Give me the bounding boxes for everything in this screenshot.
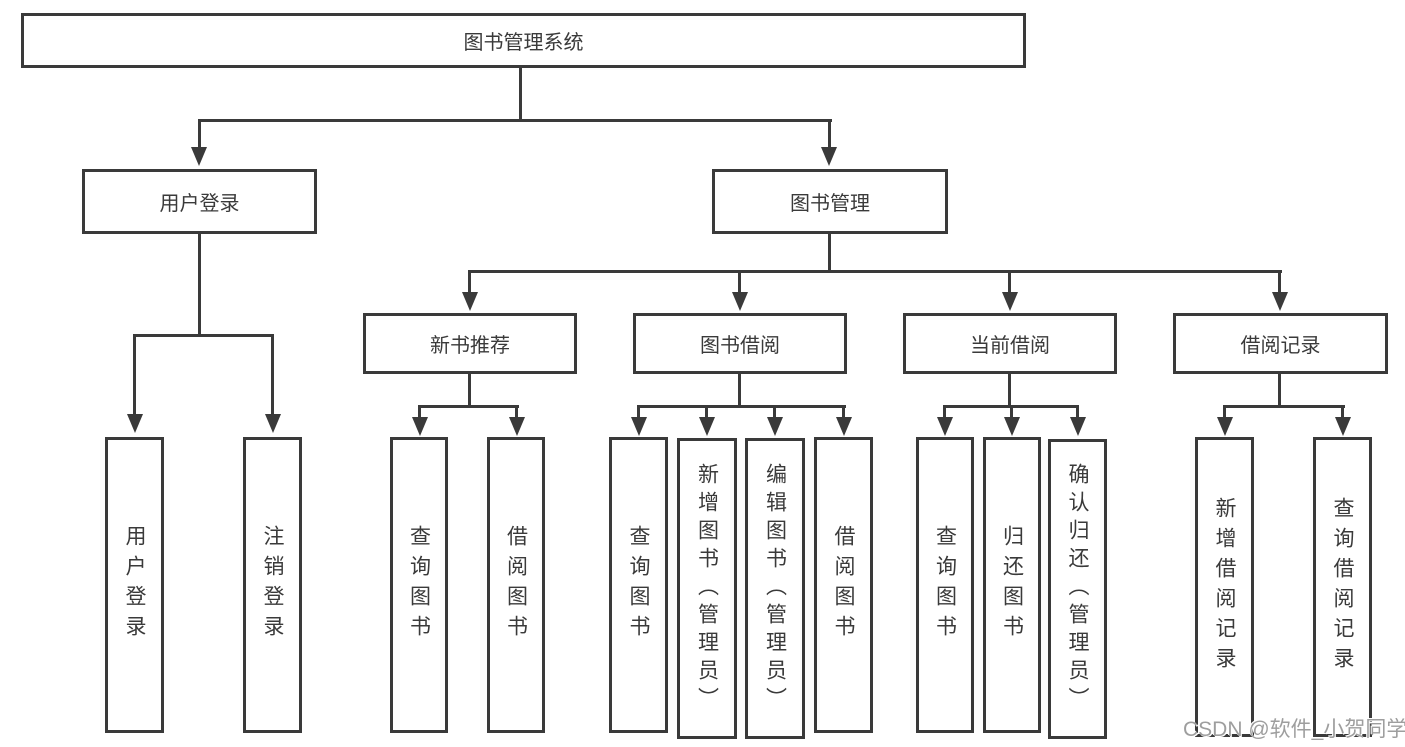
connector-line [133,334,274,337]
arrowhead-icon [1002,292,1018,311]
node-label: 借阅图书 [504,525,528,645]
leaf-current-return: 归还图书 [983,437,1041,733]
node-label: 查询图书 [627,525,650,645]
node-label: 归还图书 [1000,525,1024,645]
node-label: 图书管理系统 [463,32,584,54]
connector-line [198,234,201,335]
connector-line [842,407,845,418]
arrowhead-icon [767,417,783,436]
arrowhead-icon [836,417,852,436]
node-label: 新增图书（管理员） [695,462,719,715]
leaf-borrow-book: 借阅图书 [814,437,873,733]
arrowhead-icon [1335,417,1351,436]
node-label: 新增借阅记录 [1213,497,1236,677]
connector-line [418,405,519,408]
node-label: 图书借阅 [700,335,780,357]
node-new-book-recommend: 新书推荐 [363,313,577,374]
connector-line [738,374,741,407]
arrowhead-icon [699,417,715,436]
arrowhead-icon [1070,417,1086,436]
connector-line [738,272,741,293]
connector-line [418,407,421,418]
node-label: 查询图书 [407,525,431,645]
leaf-borrow-edit-admin: 编辑图书（管理员） [745,438,805,739]
connector-line [828,120,831,148]
leaf-logout: 注销登录 [243,437,302,733]
connector-line [198,120,201,148]
node-label: 借阅记录 [1240,335,1321,357]
node-label: 用户登录 [159,193,240,215]
leaf-record-query: 查询借阅记录 [1313,437,1372,737]
arrowhead-icon [127,414,143,433]
node-label: 查询图书 [933,525,957,645]
connector-line [705,407,708,418]
arrowhead-icon [821,147,837,166]
leaf-newbook-query: 查询图书 [390,437,448,733]
node-book-management: 图书管理 [712,169,948,234]
leaf-current-query: 查询图书 [916,437,974,733]
connector-line [1278,374,1281,407]
node-label: 当前借阅 [970,335,1050,357]
leaf-current-confirm-admin: 确认归还（管理员） [1048,439,1107,739]
node-user-login: 用户登录 [82,169,317,234]
leaf-borrow-query: 查询图书 [609,437,668,733]
connector-line [637,405,846,408]
leaf-newbook-borrow: 借阅图书 [487,437,545,733]
node-label: 确认归还（管理员） [1066,463,1089,715]
connector-line [271,336,274,415]
node-label: 借阅图书 [832,525,855,645]
connector-line [198,119,832,122]
connector-line [773,407,776,418]
connector-line [637,407,640,418]
csdn-watermark: CSDN @软件_小贺同学 [1183,718,1405,741]
arrowhead-icon [462,292,478,311]
leaf-record-add: 新增借阅记录 [1195,437,1254,737]
connector-line [519,68,522,121]
connector-line [468,270,1282,273]
arrowhead-icon [631,417,647,436]
connector-line [943,407,946,418]
connector-line [468,272,471,293]
arrowhead-icon [1217,417,1233,436]
connector-line [468,374,471,407]
arrowhead-icon [1004,417,1020,436]
arrowhead-icon [191,147,207,166]
arrowhead-icon [1272,292,1288,311]
connector-line [1223,407,1226,418]
connector-line [1278,272,1281,293]
connector-line [1008,374,1011,407]
connector-line [133,336,136,415]
connector-line [515,407,518,418]
connector-line [1341,407,1344,418]
connector-line [1010,407,1013,418]
connector-line [1008,272,1011,293]
node-label: 编辑图书（管理员） [763,462,787,715]
arrowhead-icon [937,417,953,436]
connector-line [1223,405,1345,408]
leaf-borrow-add-admin: 新增图书（管理员） [677,438,737,739]
arrowhead-icon [509,417,525,436]
node-label: 图书管理 [790,193,870,215]
leaf-user-login: 用户登录 [105,437,164,733]
node-current-borrow: 当前借阅 [903,313,1117,374]
node-label: 新书推荐 [430,335,510,357]
node-label: 用户登录 [123,525,146,645]
node-root: 图书管理系统 [21,13,1026,68]
node-borrow-records: 借阅记录 [1173,313,1388,374]
connector-line [828,234,831,273]
arrowhead-icon [732,292,748,311]
node-label: 查询借阅记录 [1331,497,1354,677]
connector-line [943,405,1079,408]
connector-line [1076,407,1079,418]
arrowhead-icon [265,414,281,433]
node-book-borrow: 图书借阅 [633,313,847,374]
node-label: 注销登录 [261,525,284,645]
arrowhead-icon [412,417,428,436]
